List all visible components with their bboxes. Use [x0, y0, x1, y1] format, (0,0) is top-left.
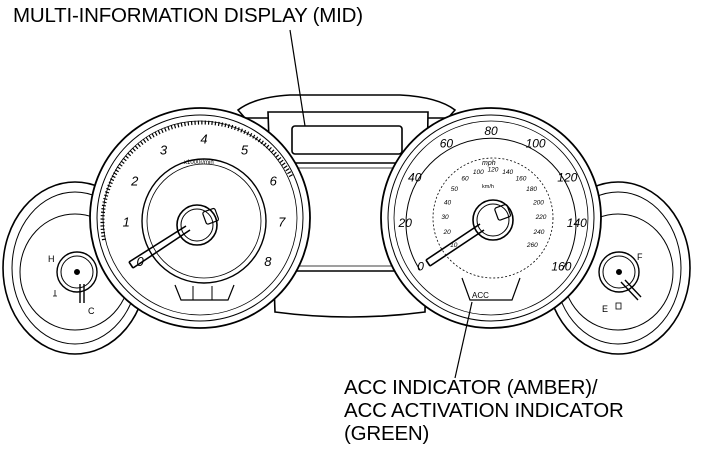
speed-inner-number-14: 260: [526, 242, 538, 249]
tach-number-group: 0 1 2 3 4 5 6 7 8: [123, 131, 287, 269]
speed-unit-kmh: km/h: [482, 184, 494, 190]
tach-number-4: 4: [200, 131, 207, 146]
fuel-full-label: F: [637, 252, 643, 262]
speed-inner-number-0: 10: [450, 242, 458, 249]
speed-outer-number-1: 20: [398, 216, 413, 230]
speed-inner-number-10: 180: [526, 186, 537, 193]
speed-inner-number-1: 20: [442, 229, 451, 236]
mid-leader-line: [289, 29, 306, 127]
acc-callout-label: ACC INDICATOR (AMBER)/ ACC ACTIVATION IN…: [344, 376, 624, 445]
acc-indicator: ACC: [472, 291, 489, 300]
speed-outer-number-5: 100: [526, 137, 546, 151]
speed-inner-number-4: 50: [451, 186, 459, 193]
speed-inner-number-8: 140: [502, 169, 513, 176]
speed-outer-number-0: 0: [417, 259, 424, 273]
tach-number-0: 0: [136, 254, 144, 269]
speed-inner-number-3: 40: [444, 199, 452, 206]
speed-unit-mph: mph: [482, 160, 496, 167]
mid-callout-label: MULTI-INFORMATION DISPLAY (MID): [13, 4, 363, 27]
acc-callout-line-3: (GREEN): [344, 422, 430, 445]
speed-inner-number-13: 240: [532, 229, 544, 236]
tach-number-7: 7: [278, 215, 286, 230]
speed-outer-number-2: 40: [408, 170, 422, 184]
speed-outer-number-6: 120: [557, 170, 577, 184]
speed-inner-number-12: 220: [535, 214, 547, 221]
speed-inner-number-7: 120: [488, 167, 499, 174]
speed-outer-number-4: 80: [484, 124, 498, 138]
speed-outer-number-8: 160: [551, 259, 571, 273]
speed-inner-number-2: 30: [441, 214, 449, 221]
mid-housing: [236, 94, 457, 318]
mid-upper-window: [291, 125, 403, 155]
speed-inner-number-9: 160: [516, 176, 527, 183]
tach-number-2: 2: [130, 173, 139, 188]
speed-inner-number-5: 60: [461, 176, 469, 183]
temp-hot-label: H: [48, 254, 55, 264]
tach-unit-label: x1000r/min: [184, 160, 214, 166]
tach-number-6: 6: [270, 173, 278, 188]
tach-number-3: 3: [160, 143, 168, 158]
tach-number-8: 8: [264, 254, 272, 269]
speed-inner-number-6: 100: [473, 169, 484, 176]
speed-outer-number-7: 140: [567, 216, 587, 230]
acc-leader-line: [454, 301, 473, 379]
temperature-icon: [53, 290, 57, 297]
acc-callout-line-1: ACC INDICATOR (AMBER)/: [344, 376, 598, 399]
speed-inner-number-11: 200: [532, 199, 544, 206]
acc-callout-line-2: ACC ACTIVATION INDICATOR: [344, 399, 624, 422]
fuel-pump-icon: [615, 302, 622, 310]
temp-cold-label: C: [88, 306, 95, 316]
tach-number-1: 1: [123, 215, 130, 230]
tachometer: x1000r/min 0 1 2 3 4 5 6 7 8: [89, 107, 311, 329]
fuel-empty-label: E: [602, 304, 608, 314]
speed-outer-number-3: 60: [440, 137, 454, 151]
tach-number-5: 5: [241, 143, 249, 158]
